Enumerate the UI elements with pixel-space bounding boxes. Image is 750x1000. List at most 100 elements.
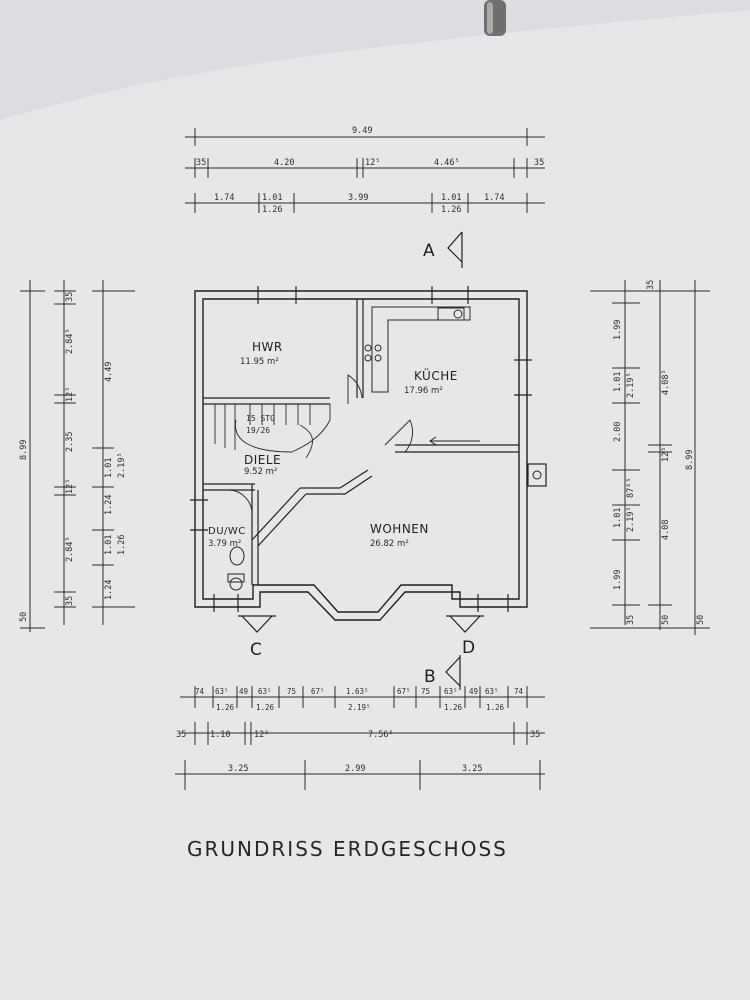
dim-bot-sub-2: 2.19⁵ (348, 703, 371, 712)
dim-right-inner-1: 1.99 (613, 320, 623, 340)
dim-top-r2-2: 12⁵ (365, 158, 380, 168)
section-label-a: A (423, 241, 435, 261)
dim-left-mid-5: 1.26 (117, 535, 127, 555)
section-label-c: C (250, 640, 262, 660)
dim-right-outer-0: 8.99 (685, 450, 695, 470)
dim-bot-r1-0: 74 (195, 687, 205, 696)
room-kueche-name: KÜCHE (414, 367, 458, 383)
dim-right-mid-1: 12⁵ (661, 447, 671, 462)
stair-steps: 15 STG (246, 414, 275, 423)
dimension-chain-right (590, 280, 710, 635)
dim-top-r2-1: 4.20 (274, 158, 294, 168)
chimney-flue-icon (532, 470, 542, 480)
section-marker-d (446, 615, 484, 633)
dim-left-mid-2: 2.19⁵ (117, 452, 127, 478)
dim-left-mid-0: 4.49 (104, 362, 114, 382)
dim-bot-r1-1: 63⁵ (215, 687, 229, 696)
room-diele-name: DIELE (244, 453, 281, 467)
section-labels: A B C D (250, 241, 475, 687)
dimension-text-top: 9.49 35 4.20 12⁵ 4.46⁵ 35 1.74 1.01 1.26… (196, 126, 544, 215)
dim-bot-sub-0: 1.26 (216, 703, 235, 712)
dim-left-inner-2: 12⁵ (65, 387, 75, 402)
dim-bot-r1-11: 63⁵ (485, 687, 499, 696)
dim-top-r3-5: 1.26 (441, 205, 461, 215)
dim-right-inner-2: 1.01 (613, 372, 623, 392)
staircase-icon (205, 403, 331, 459)
dim-left-outer-1: 50 (19, 612, 29, 622)
plan-title: GRUNDRISS ERDGESCHOSS (187, 837, 508, 861)
room-duwc-area: 3.79 m² (208, 539, 241, 549)
room-diele-area: 9.52 m² (244, 467, 277, 477)
kitchen-counter (364, 306, 471, 393)
dim-left-inner-4: 12⁵ (65, 479, 75, 494)
dim-bot-sub-3: 1.26 (444, 703, 463, 712)
dim-bot-r2-2: 12⁵ (254, 730, 269, 740)
dim-bot-r2-4: 35 (530, 730, 540, 740)
dim-right-outer-1: 50 (696, 615, 706, 625)
dim-left-outer-0: 8.99 (19, 440, 29, 460)
dim-left-inner-6: 35 (65, 596, 75, 606)
dim-top-r3-3: 3.99 (348, 193, 368, 203)
section-marker-a (447, 231, 463, 268)
dim-right-mid-3: 4.08 (661, 520, 671, 540)
room-labels: HWR 11.95 m² KÜCHE 17.96 m² DIELE 9.52 m… (208, 340, 458, 549)
dim-bot-r1-8: 75 (421, 687, 430, 696)
dim-right-inner-4: 2.00 (613, 422, 623, 442)
pen-object (484, 0, 506, 36)
dimension-text-right: 35 1.99 1.01 2.19⁵ 2.00 1.01 2.19⁵ 1.99 … (613, 280, 706, 625)
dimension-chain-left (20, 280, 135, 632)
dim-bot-r3-1: 2.99 (345, 764, 365, 774)
dim-right-mid-2: 87⁶⁵ (626, 478, 636, 498)
dim-bot-r1-6: 1.63⁵ (346, 687, 369, 696)
dim-right-inner-7: 1.99 (613, 570, 623, 590)
dimension-text-left: 8.99 50 35 2.84⁵ 12⁵ 2.35 12⁵ 2.84⁵ 35 4… (19, 292, 127, 622)
dim-right-inner-6: 2.19⁵ (626, 506, 636, 532)
dim-bot-r3-2: 3.25 (462, 764, 482, 774)
dim-bot-r1-7: 67⁵ (397, 687, 411, 696)
dim-left-mid-4: 1.01 (104, 535, 114, 555)
wc-fixtures (227, 546, 245, 591)
dim-bot-r3-0: 3.25 (228, 764, 248, 774)
sliding-door-arrow-icon (429, 436, 480, 446)
dim-top-r2-3: 4.46⁵ (434, 158, 460, 168)
dim-left-inner-5: 2.84⁵ (65, 536, 75, 562)
section-label-d: D (462, 638, 475, 658)
dim-left-mid-1: 1.01 (104, 458, 114, 478)
chimney-icon (527, 463, 547, 487)
dimension-chain-bottom (175, 686, 545, 790)
dim-right-inner-8: 35 (626, 615, 636, 625)
dim-right-inner-0: 35 (646, 280, 656, 290)
dim-right-inner-3: 2.19⁵ (626, 372, 636, 398)
dim-bot-r2-0: 35 (176, 730, 186, 740)
dim-bot-r1-2: 49 (239, 687, 248, 696)
dim-top-r3-6: 1.74 (484, 193, 504, 203)
room-duwc-name: DU/WC (208, 526, 246, 537)
dim-right-inner-5: 1.01 (613, 508, 623, 528)
dim-bot-sub-1: 1.26 (256, 703, 275, 712)
dim-bot-r2-1: 1.10 (210, 730, 230, 740)
dim-bot-sub-4: 1.26 (486, 703, 505, 712)
section-marker-c (238, 615, 276, 633)
dim-top-overall: 9.49 (352, 126, 372, 136)
room-kueche-area: 17.96 m² (404, 386, 443, 396)
dim-bot-r1-3: 63⁵ (258, 687, 272, 696)
dim-top-r3-1: 1.01 (262, 193, 282, 203)
dim-top-r2-0: 35 (196, 158, 206, 168)
dim-bot-r2-3: 7.56⁵ (368, 730, 394, 740)
dim-left-mid-6: 1.24 (104, 580, 114, 600)
room-hwr-area: 11.95 m² (240, 357, 279, 367)
dimension-chain-top (185, 128, 545, 213)
dim-bot-r1-4: 75 (287, 687, 296, 696)
dim-left-inner-1: 2.84⁵ (65, 328, 75, 354)
room-wohnen-name: WOHNEN (370, 522, 429, 536)
door-swings (229, 374, 413, 515)
stair-ratio: 19/26 (246, 426, 270, 435)
section-label-b: B (424, 667, 436, 687)
dim-top-r3-2: 1.26 (262, 205, 282, 215)
dim-bot-r1-10: 49 (469, 687, 478, 696)
dim-bot-r1-5: 67⁵ (311, 687, 325, 696)
dim-top-r2-4: 35 (534, 158, 544, 168)
room-wohnen-area: 26.82 m² (370, 539, 409, 549)
dim-right-mid-4: 50 (661, 615, 671, 625)
